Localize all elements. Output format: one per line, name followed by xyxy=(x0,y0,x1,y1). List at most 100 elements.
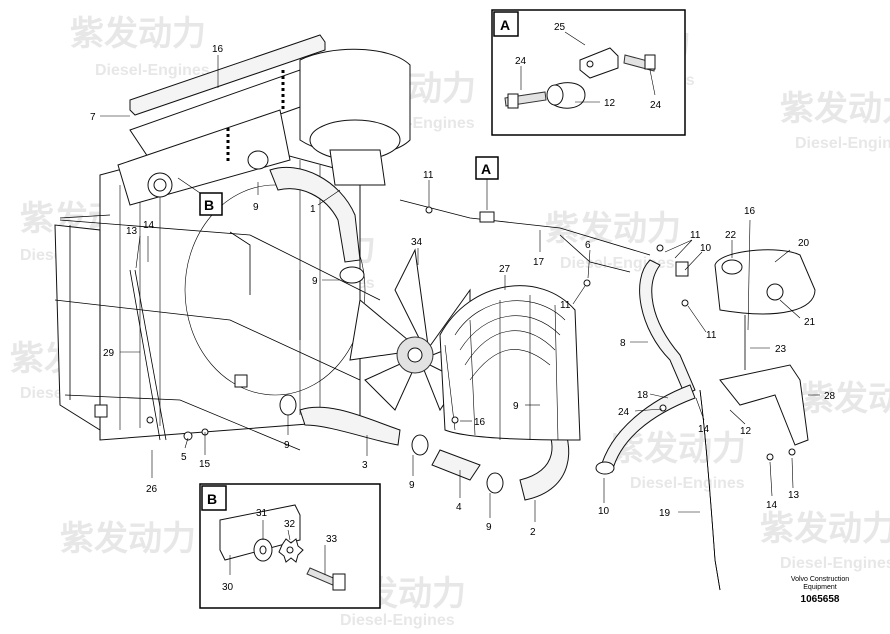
level-sensor xyxy=(766,283,784,301)
callout-a-box: A xyxy=(475,156,499,180)
inset-b-title: B xyxy=(207,491,217,507)
inset-a-callout: 24 xyxy=(515,56,527,67)
callout-number: 21 xyxy=(804,317,816,328)
tank-cap xyxy=(721,259,743,275)
inset-a: A 25 24 12 24 xyxy=(491,9,686,136)
inset-a-callout: 12 xyxy=(604,98,616,109)
fan-guard-grille xyxy=(439,285,581,441)
inset-b-callout: 32 xyxy=(284,519,296,530)
fan-guard xyxy=(439,285,581,441)
callout-number: 9 xyxy=(312,276,318,287)
inset-b-callout: 31 xyxy=(256,508,268,519)
hose-clamp xyxy=(595,461,615,475)
drawing-footer: Volvo Construction Equipment 1065658 xyxy=(760,576,880,605)
callout-number: 3 xyxy=(362,460,368,471)
upper-hose xyxy=(269,166,361,263)
expansion-hose xyxy=(639,259,696,396)
tank-fitting xyxy=(675,261,689,277)
callout-number: 10 xyxy=(598,506,610,517)
callout-letter: B xyxy=(204,197,214,213)
watermark-en: Diesel-Engines xyxy=(780,555,890,572)
hose-clamp xyxy=(279,394,297,416)
support-rod xyxy=(129,269,167,441)
callout-number: 13 xyxy=(788,490,800,501)
callout-number: 9 xyxy=(284,440,290,451)
vent-pipe-branch xyxy=(559,234,631,273)
lifting-handle xyxy=(129,34,326,116)
mount-block xyxy=(234,374,248,388)
callout-number: 13 xyxy=(126,226,138,237)
watermark-en: Diesel-Engines xyxy=(630,475,745,492)
inset-a-title: A xyxy=(500,17,510,33)
inset-b-callout: 33 xyxy=(326,534,338,545)
watermark-cn: 紫发动力 xyxy=(70,15,206,53)
callout-number: 18 xyxy=(637,390,649,401)
mount-plate xyxy=(579,47,619,79)
callout-labels: 16 7 9 1 9 B 13 14 29 5 15 26 9 3 9 4 9 … xyxy=(90,44,836,538)
callout-number: 9 xyxy=(409,480,415,491)
watermark-en: Diesel-Engines xyxy=(340,612,455,629)
callout-number: 14 xyxy=(766,500,778,511)
watermark-cn: 紫发动力 xyxy=(545,210,681,248)
watermark-cn: 紫发动力 xyxy=(760,510,890,548)
tank-bracket xyxy=(719,364,809,446)
vent-pipe xyxy=(399,199,651,256)
inset-b: B 31 32 33 30 xyxy=(199,483,381,609)
callout-letter: A xyxy=(481,161,491,177)
callout-b-box: B xyxy=(199,192,223,216)
lower-hose xyxy=(299,406,401,446)
callout-number: 9 xyxy=(513,401,519,412)
callout-number: 9 xyxy=(486,522,492,533)
callout-number: 9 xyxy=(253,202,259,213)
callout-number: 4 xyxy=(456,502,462,513)
callout-number: 6 xyxy=(585,240,591,251)
callout-number: 17 xyxy=(533,257,545,268)
watermark-cn: 紫发动力 xyxy=(780,90,890,128)
callout-number: 11 xyxy=(423,170,434,181)
pipe-clamp xyxy=(479,211,495,223)
callout-number: 8 xyxy=(620,338,626,349)
callout-number: 11 xyxy=(690,230,701,241)
inset-a-callout: 25 xyxy=(554,22,566,33)
callout-number: 23 xyxy=(775,344,787,355)
callout-number: 10 xyxy=(700,243,712,254)
watermark-en: Diesel-Engines xyxy=(795,135,890,152)
callout-number: 14 xyxy=(698,424,710,435)
hose-clamp xyxy=(486,472,504,494)
callout-number: 5 xyxy=(181,452,187,463)
watermark-cn: 紫发动力 xyxy=(60,520,196,558)
callout-number: 24 xyxy=(618,407,630,418)
radiator-frame xyxy=(54,34,411,451)
callout-number: 20 xyxy=(798,238,810,249)
watermark-en: Diesel-Engines xyxy=(95,62,210,79)
document-number: 1065658 xyxy=(800,594,840,605)
inset-a-callout: 24 xyxy=(650,100,662,111)
brand-line-1: Volvo Construction xyxy=(790,576,850,583)
watermark-cn: 紫发动力 xyxy=(800,380,890,418)
fan-shroud-ring xyxy=(184,184,366,396)
connector-pipe xyxy=(431,449,481,481)
callout-number: 34 xyxy=(411,237,423,248)
mount-block xyxy=(94,404,108,418)
callout-number: 16 xyxy=(474,417,486,428)
callout-number: 16 xyxy=(212,44,224,55)
mounting-pad xyxy=(219,504,301,561)
callout-number: 26 xyxy=(146,484,158,495)
callout-number: 1 xyxy=(310,204,316,215)
hose-clamp xyxy=(339,266,365,284)
brand-line-2: Equipment xyxy=(803,584,837,591)
inset-b-callout: 30 xyxy=(222,582,234,593)
callout-number: 27 xyxy=(499,264,511,275)
callout-number: 12 xyxy=(740,426,752,437)
callout-number: 16 xyxy=(744,206,756,217)
hose-clamp xyxy=(411,434,429,456)
cage-side xyxy=(54,224,101,431)
expansion-tank xyxy=(714,249,816,315)
callout-number: 15 xyxy=(199,459,211,470)
callout-leaders xyxy=(100,55,820,522)
callout-number: 11 xyxy=(706,330,717,341)
callout-number: 22 xyxy=(725,230,737,241)
callout-number: 19 xyxy=(659,508,671,519)
